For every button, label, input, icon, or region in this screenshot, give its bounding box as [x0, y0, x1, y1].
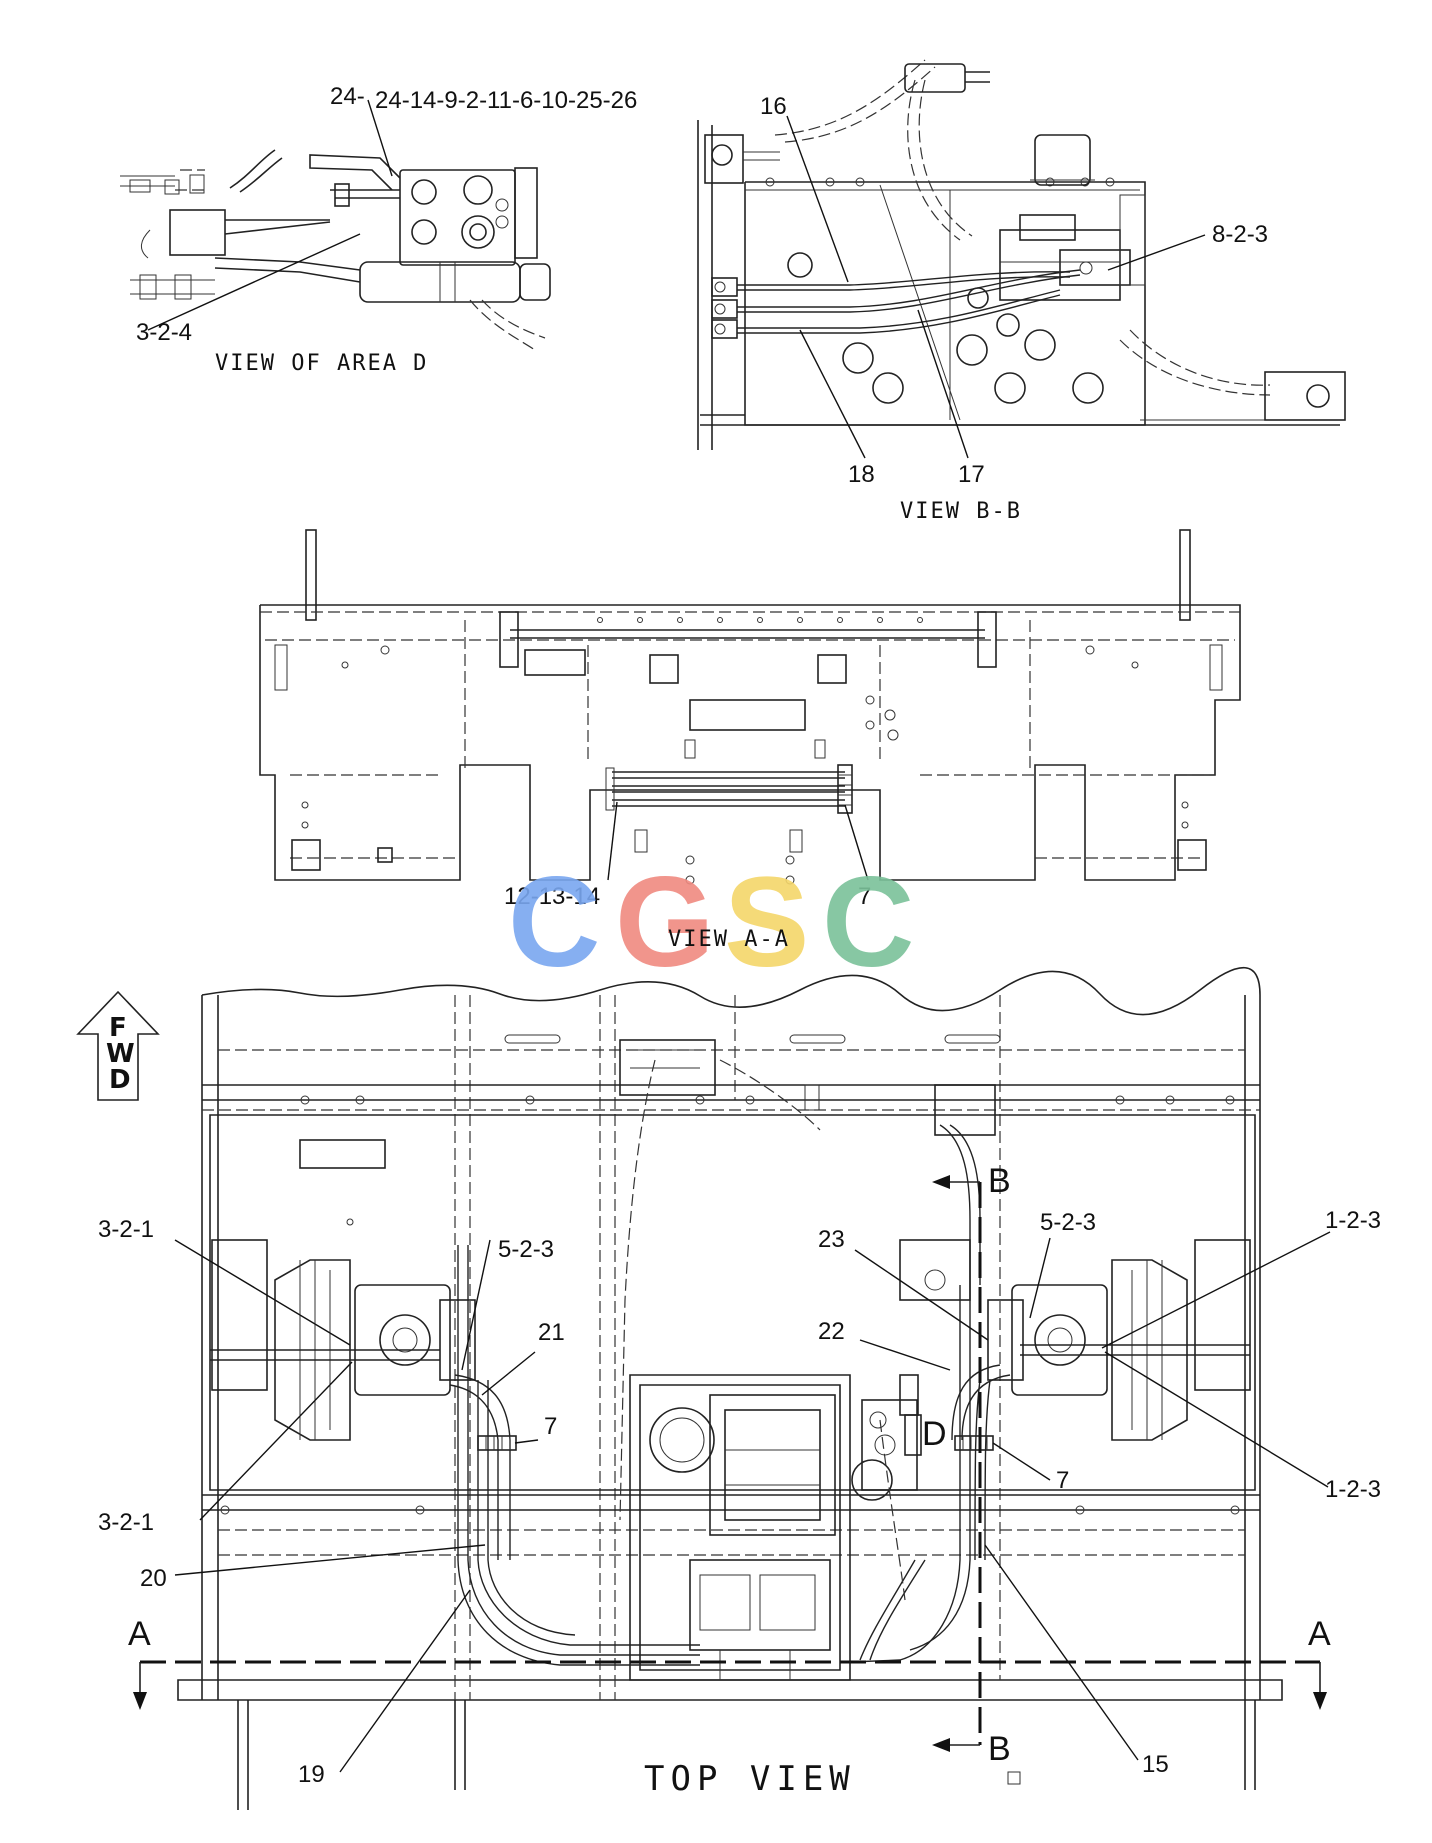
- watermark-letter-g: G: [615, 851, 715, 994]
- view-of-area-d: 24- 24-14-9-2-11-6-10-25-26 3-2-4 VIEW O…: [120, 83, 637, 376]
- top-view-caption: TOP VIEW: [644, 1759, 856, 1799]
- callout-7-left: 7: [544, 1413, 557, 1440]
- section-marker-a-left: A: [128, 1615, 151, 1653]
- area-d-marker: D: [922, 1415, 947, 1453]
- callout-1-2-3-upper: 1-2-3: [1325, 1207, 1381, 1234]
- callout-12-13-14: 12-13-14: [504, 883, 600, 910]
- cgsc-watermark: C G S C: [508, 851, 914, 994]
- callout-24-14-9-2-11-6-10-25-26: 24-14-9-2-11-6-10-25-26: [375, 87, 637, 114]
- callout-7-right: 7: [1056, 1467, 1069, 1494]
- section-marker-b-top: B: [988, 1162, 1011, 1200]
- view-a-a-caption: VIEW A-A: [668, 927, 790, 952]
- callout-5-2-3-left: 5-2-3: [498, 1236, 554, 1263]
- fwd-letter-f: F: [109, 1013, 127, 1043]
- callout-5-2-3-right: 5-2-3: [1040, 1209, 1096, 1236]
- fwd-letter-d: D: [109, 1065, 131, 1095]
- callout-23: 23: [818, 1226, 845, 1253]
- view-b-b-caption: VIEW B-B: [900, 499, 1022, 524]
- callout-16: 16: [760, 93, 787, 120]
- callout-3-2-4: 3-2-4: [136, 319, 192, 346]
- callout-3-2-1-lower: 3-2-1: [98, 1509, 154, 1536]
- fwd-letter-w: W: [106, 1039, 135, 1069]
- callout-15: 15: [1142, 1751, 1169, 1778]
- callout-8-2-3: 8-2-3: [1212, 221, 1268, 248]
- top-view: 3-2-1 5-2-3 21 7 3-2-1 20 19 23 5-2-3 1-…: [98, 966, 1381, 1810]
- watermark-letter-s: S: [724, 851, 809, 994]
- callout-22: 22: [818, 1318, 845, 1345]
- callout-24: 24-: [330, 83, 365, 110]
- callout-17: 17: [958, 461, 985, 488]
- callout-7-view-a-a: 7: [858, 883, 871, 910]
- callout-18: 18: [848, 461, 875, 488]
- section-marker-b-bottom: B: [988, 1730, 1011, 1768]
- callout-1-2-3-lower: 1-2-3: [1325, 1476, 1381, 1503]
- callout-19: 19: [298, 1761, 325, 1788]
- watermark-letter-c2: C: [822, 851, 914, 994]
- view-b-b: 16 8-2-3 18 17 VIEW B-B: [697, 59, 1346, 524]
- callout-3-2-1-upper: 3-2-1: [98, 1216, 154, 1243]
- callout-20: 20: [140, 1565, 167, 1592]
- callout-21: 21: [538, 1319, 565, 1346]
- fwd-arrow: F W D: [76, 990, 160, 1101]
- section-marker-a-right: A: [1308, 1615, 1331, 1653]
- view-of-area-d-caption: VIEW OF AREA D: [215, 351, 428, 376]
- watermark-letter-c1: C: [508, 851, 600, 994]
- view-a-a: 12-13-14 7: [259, 529, 1241, 910]
